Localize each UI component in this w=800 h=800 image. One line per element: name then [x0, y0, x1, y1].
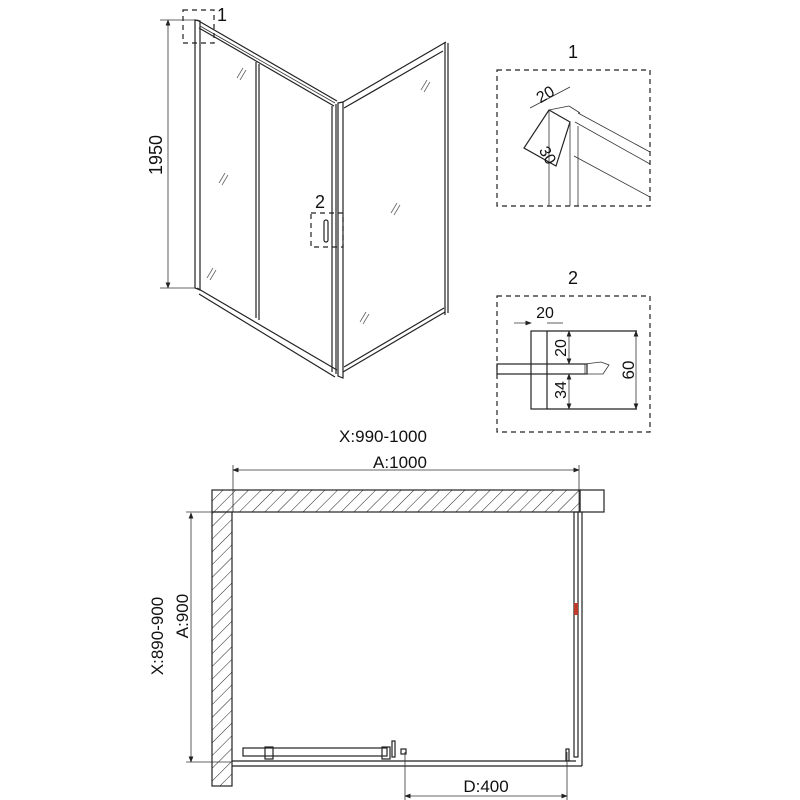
- isometric-view: 1950 1 2: [146, 5, 449, 379]
- callout-label-1: 1: [217, 5, 227, 25]
- detail-2-top-label: 20: [553, 339, 570, 357]
- callout-box-1: [182, 9, 215, 44]
- detail-1-depth-label: 30: [535, 144, 559, 168]
- door-handle: [323, 219, 329, 243]
- height-dimension-label: 1950: [146, 135, 166, 175]
- detail-2-total-label: 60: [619, 361, 638, 380]
- back-wall: [211, 489, 581, 513]
- width-range-label: X:990-1000: [339, 427, 427, 446]
- detail-1: 1 20 30: [496, 42, 651, 207]
- detail-2-bottom-label: 34: [553, 381, 570, 399]
- depth-range-label: X:890-900: [148, 597, 167, 675]
- handle-marker: [574, 603, 578, 615]
- callout-label-2: 2: [315, 192, 325, 212]
- sliding-door-plan: [232, 740, 582, 767]
- side-panel-plan: [573, 511, 579, 758]
- callout-box-2: [310, 212, 344, 248]
- plan-view: X:990-1000 A:1000 X:890-900 A:900: [148, 427, 605, 800]
- sliding-panel: [194, 19, 338, 378]
- fixed-side-panel: [337, 41, 449, 379]
- depth-size-label: A:900: [173, 594, 192, 638]
- detail-2-title: 2: [568, 268, 578, 288]
- detail-1-width-label: 20: [534, 83, 558, 107]
- detail-1-title: 1: [568, 42, 578, 62]
- detail-2: 2 20 20 34 60: [496, 268, 651, 433]
- door-opening-label: D:400: [463, 777, 508, 796]
- side-wall: [211, 511, 233, 787]
- width-size-label: A:1000: [373, 453, 427, 472]
- detail-2-width-label: 20: [536, 305, 554, 322]
- detail-1-width-dim-line: [529, 86, 571, 109]
